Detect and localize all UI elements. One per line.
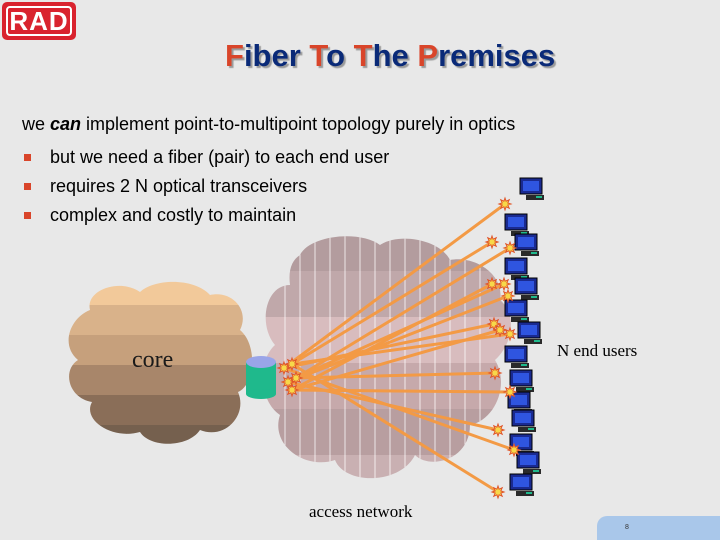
olt-transceiver-icon: [288, 370, 304, 386]
end-user-computer-icon: [504, 299, 529, 322]
olt-transceiver-icon: [284, 356, 300, 372]
fiber-line: [290, 282, 494, 392]
user-transceiver-icon: [487, 365, 503, 381]
fiber-lines: [282, 202, 516, 494]
title-word-3: The: [353, 38, 409, 73]
user-transceiver-icon: [502, 384, 518, 400]
bullet-square-icon: [24, 183, 31, 190]
core-label: core: [132, 347, 173, 373]
end-users-label: N end users: [557, 341, 637, 360]
logo-text: RAD: [6, 6, 72, 36]
end-users-group: [484, 177, 544, 500]
end-user-computer-icon: [509, 473, 534, 496]
end-user-computer-icon: [509, 369, 534, 392]
user-transceiver-icon: [506, 442, 522, 458]
end-user-computer-icon: [514, 277, 539, 300]
olt-transceivers: [276, 356, 304, 398]
bullet-item: but we need a fiber (pair) to each end u…: [22, 143, 389, 172]
user-transceiver-icon: [490, 422, 506, 438]
end-user-computer-icon: [511, 409, 536, 432]
fiber-line: [294, 246, 512, 380]
intro-text: we can implement point-to-multipoint top…: [22, 114, 516, 134]
user-transceiver-icon: [484, 276, 500, 292]
rad-logo: RAD: [2, 2, 76, 40]
olt-transceiver-icon: [284, 382, 300, 398]
footer-bar: [597, 516, 720, 540]
fiber-line: [290, 362, 500, 494]
access-network-label: access network: [309, 502, 413, 521]
user-transceiver-icon: [484, 234, 500, 250]
core-cloud: [68, 281, 253, 444]
user-transceiver-icon: [492, 322, 508, 338]
olt-transceiver-icon: [280, 374, 296, 390]
bullet-item: complex and costly to maintain: [22, 201, 389, 230]
end-user-computer-icon: [516, 451, 541, 474]
fiber-line: [294, 282, 506, 380]
end-user-computer-icon: [504, 345, 529, 368]
slide-title: Fiber To The Premises: [225, 38, 555, 74]
bullet-square-icon: [24, 212, 31, 219]
end-user-computer-icon: [517, 321, 542, 344]
fiber-line: [290, 328, 502, 392]
user-transceiver-icon: [496, 276, 512, 292]
fiber-line: [286, 294, 510, 384]
bullet-item: requires 2 N optical transceivers: [22, 172, 389, 201]
intro-emphasis: can: [50, 114, 82, 134]
end-user-computer-icon: [514, 233, 539, 256]
end-user-computer-icon: [504, 257, 529, 280]
bullet-list: but we need a fiber (pair) to each end u…: [22, 143, 389, 230]
title-word-2: To: [309, 38, 345, 73]
fiber-line: [294, 371, 497, 380]
user-transceiver-icon: [500, 288, 516, 304]
user-transceiver-icon: [502, 240, 518, 256]
user-transceiver-icon: [497, 196, 513, 212]
end-user-computer-icon: [504, 213, 529, 236]
user-transceiver-icon: [490, 484, 506, 500]
title-word-4: Premises: [417, 38, 556, 73]
bullet-square-icon: [24, 154, 31, 161]
page-number: 8: [625, 524, 629, 531]
olt-cylinder-icon: [246, 356, 276, 399]
olt-transceiver-icon: [276, 360, 292, 376]
fiber-line: [282, 202, 507, 370]
fiber-line: [290, 240, 494, 366]
title-word-1: Fiber: [225, 38, 301, 73]
end-user-computer-icon: [519, 177, 544, 200]
